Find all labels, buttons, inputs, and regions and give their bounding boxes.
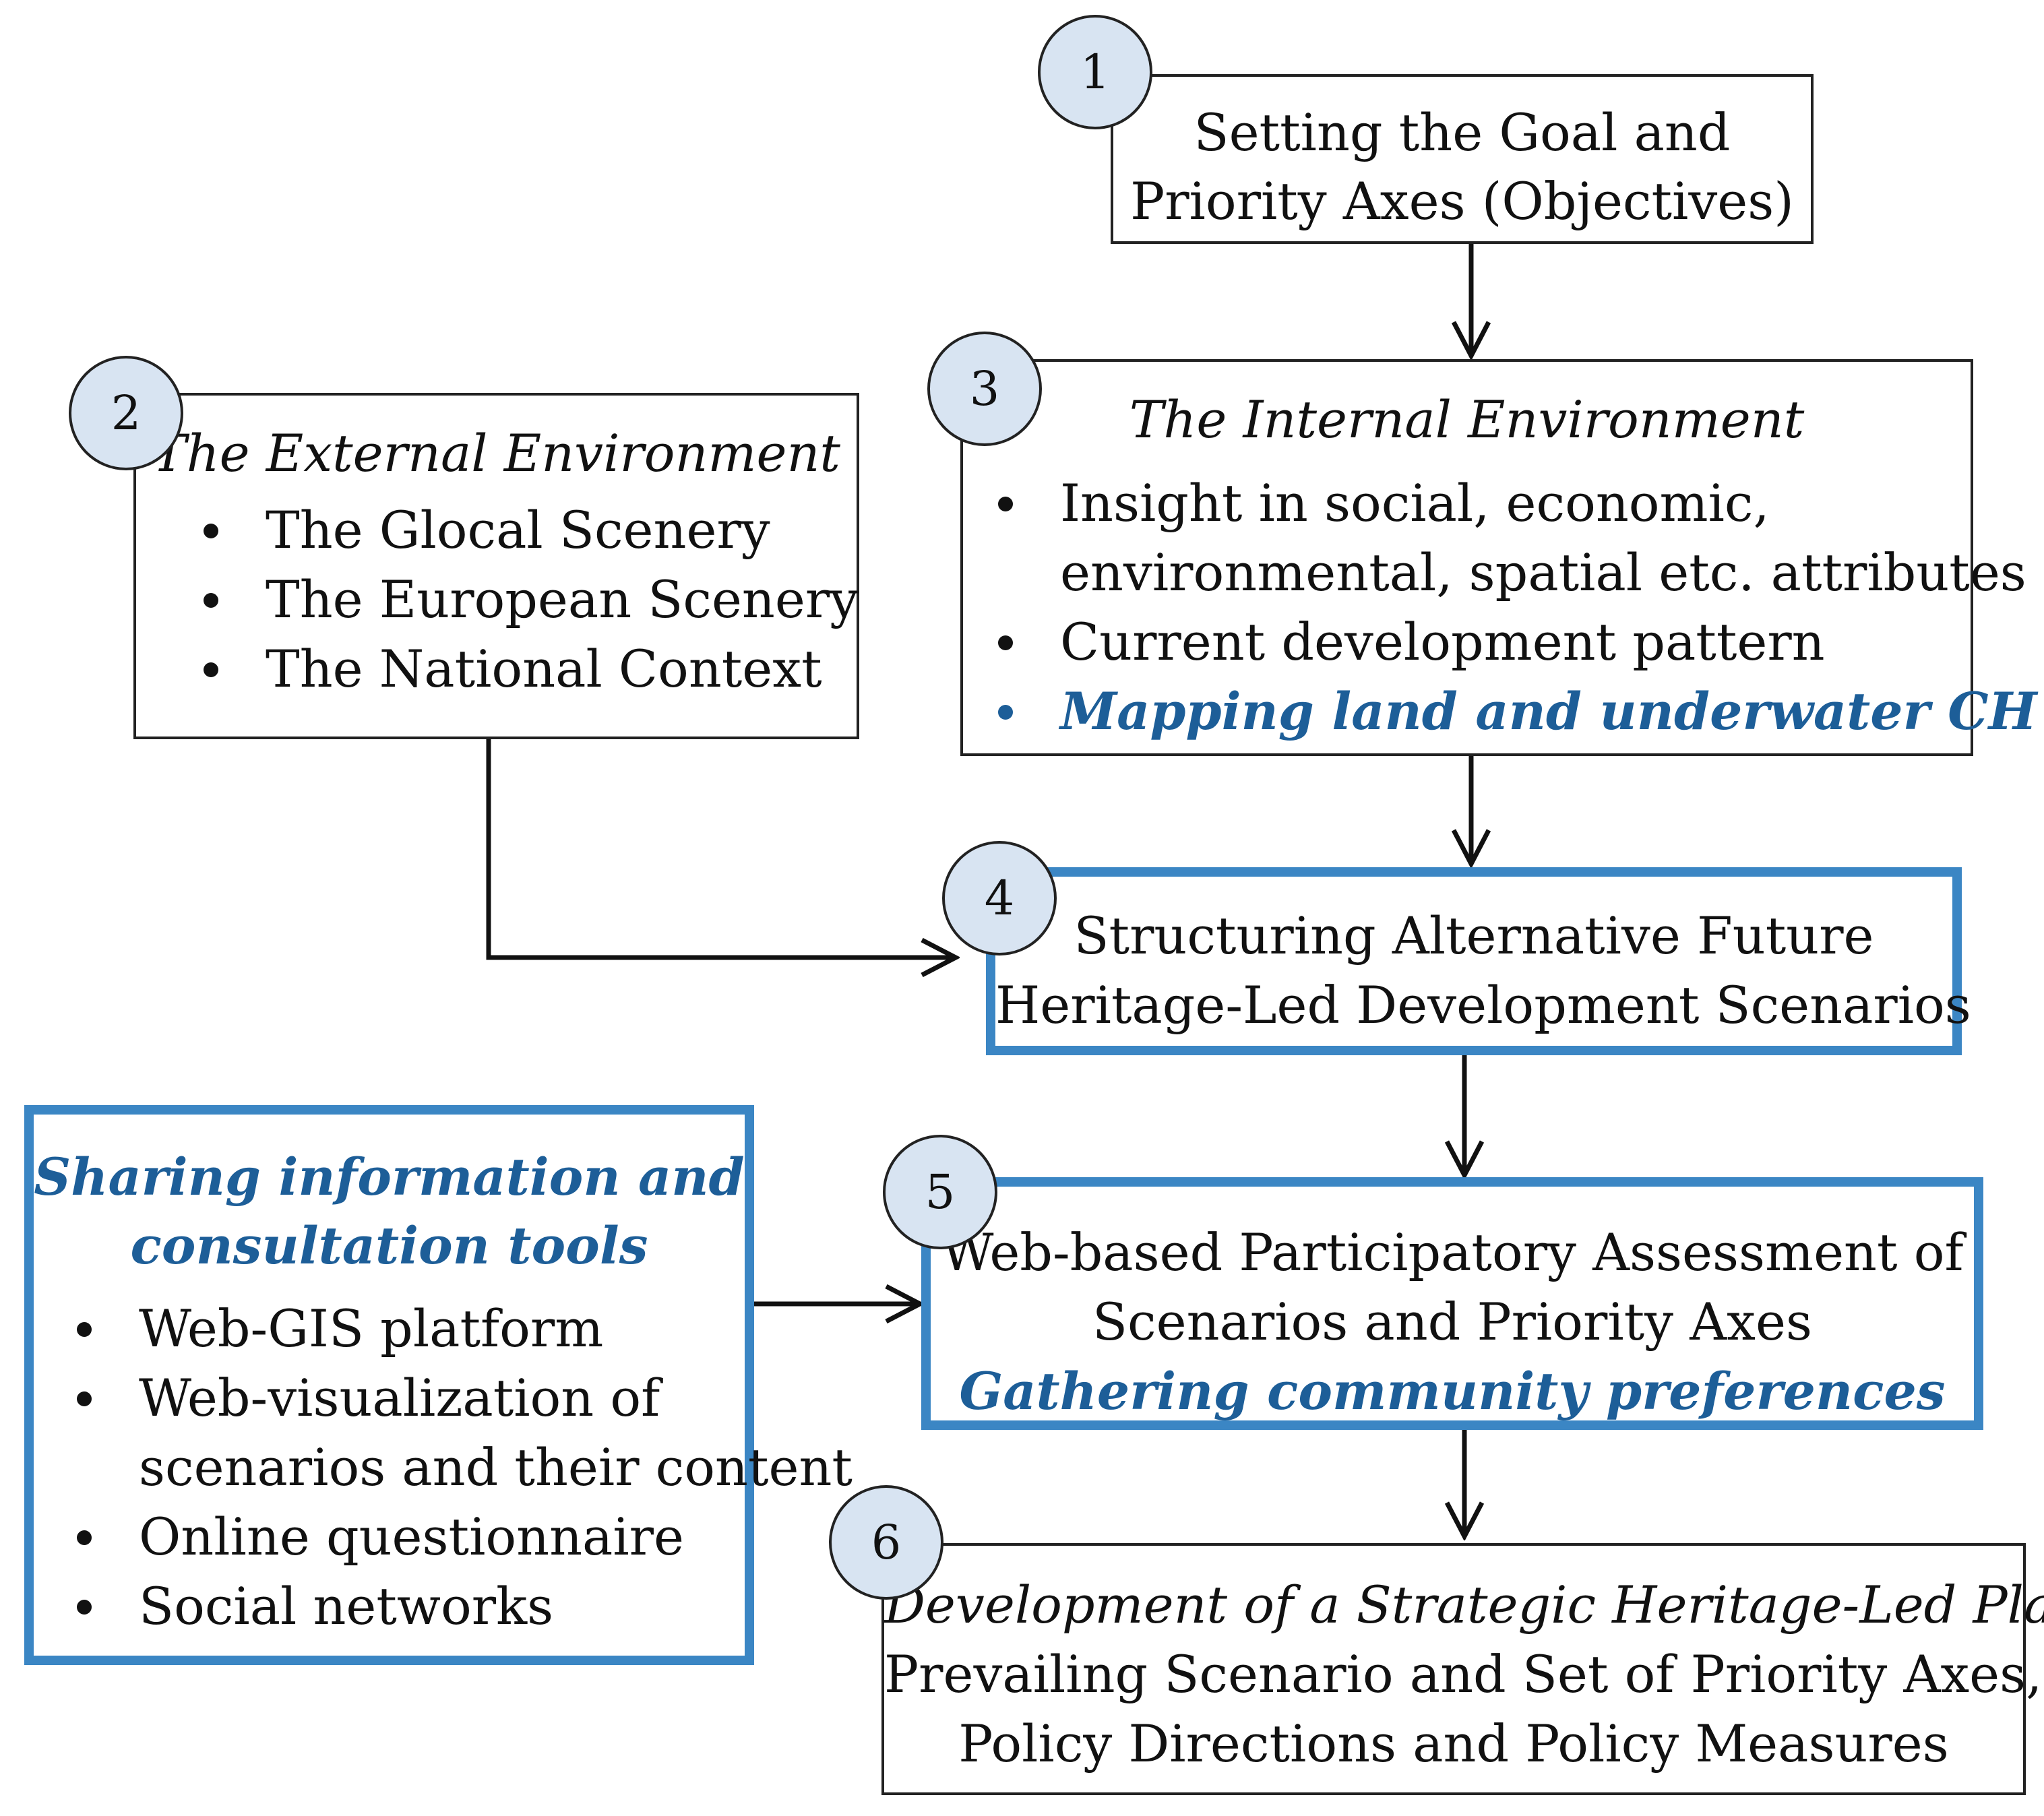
- tools-item: Web-GIS platform: [77, 1294, 853, 1363]
- tools-item: Web-visualization of: [77, 1363, 853, 1433]
- step-3-box: The Internal Environment Insight in soci…: [960, 359, 2037, 756]
- tools-box: Sharing information and consultation too…: [24, 1105, 853, 1665]
- tools-item-continued: scenarios and their content: [139, 1437, 853, 1497]
- step-6-box: Development of a Strategic Heritage-Led …: [881, 1543, 2044, 1795]
- step-3-highlight-item: Mapping land and underwater CH: [998, 677, 2037, 746]
- step-2-box: The External Environment The Glocal Scen…: [133, 393, 859, 739]
- step-3-item: Insight in social, economic,: [998, 468, 2037, 538]
- tools-list: Web-GIS platform Web-visualization of sc…: [77, 1294, 853, 1641]
- step-6-number: 6: [829, 1485, 943, 1600]
- step-6-line-2: Policy Directions and Policy Measures: [958, 1714, 1949, 1774]
- step-5-line-2: Scenarios and Priority Axes: [1092, 1292, 1812, 1352]
- step-4-line-1: Structuring Alternative Future: [1074, 906, 1874, 966]
- step-5-line-1: Web-based Participatory Assessment of: [941, 1222, 1964, 1282]
- step-2-title: The External Environment: [152, 423, 840, 483]
- step-4-box: Structuring Alternative Future Heritage-…: [986, 867, 1971, 1055]
- tools-title-line-1: Sharing information and: [34, 1147, 745, 1207]
- step-1-number: 1: [1038, 15, 1152, 129]
- step-1-line-1: Setting the Goal and: [1194, 102, 1731, 162]
- step-2-item: The European Scenery: [204, 565, 859, 634]
- step-2-item: The Glocal Scenery: [204, 495, 859, 565]
- step-5-box: Web-based Participatory Assessment of Sc…: [921, 1177, 1983, 1430]
- step-6-line-1: Prevailing Scenario and Set of Priority …: [884, 1644, 2043, 1704]
- step-2-list: The Glocal Scenery The European Scenery …: [204, 495, 859, 703]
- step-2-item: The National Context: [204, 634, 859, 703]
- arrow-2-to-4: [486, 739, 956, 958]
- tools-item: Online questionnaire: [77, 1502, 853, 1571]
- step-3-item: Current development pattern: [998, 607, 2037, 677]
- tools-title-line-2: consultation tools: [130, 1216, 648, 1276]
- step-5-highlight: Gathering community preferences: [959, 1361, 1946, 1421]
- step-3-number: 3: [927, 332, 1042, 446]
- step-1-box: Setting the Goal and Priority Axes (Obje…: [1111, 74, 1814, 244]
- step-6-title: Development of a Strategic Heritage-Led …: [884, 1575, 2044, 1635]
- step-4-line-2: Heritage-Led Development Scenarios: [995, 975, 1971, 1035]
- step-3-list: Insight in social, economic, environment…: [998, 468, 2037, 746]
- step-5-number: 5: [883, 1135, 997, 1249]
- step-3-title: The Internal Environment: [1129, 389, 1805, 449]
- step-3-item-continued: environmental, spatial etc. attributes: [1060, 542, 2026, 602]
- tools-item: Social networks: [77, 1571, 853, 1641]
- step-1-line-2: Priority Axes (Objectives): [1130, 171, 1794, 231]
- step-4-number: 4: [942, 841, 1057, 956]
- step-2-number: 2: [69, 356, 183, 470]
